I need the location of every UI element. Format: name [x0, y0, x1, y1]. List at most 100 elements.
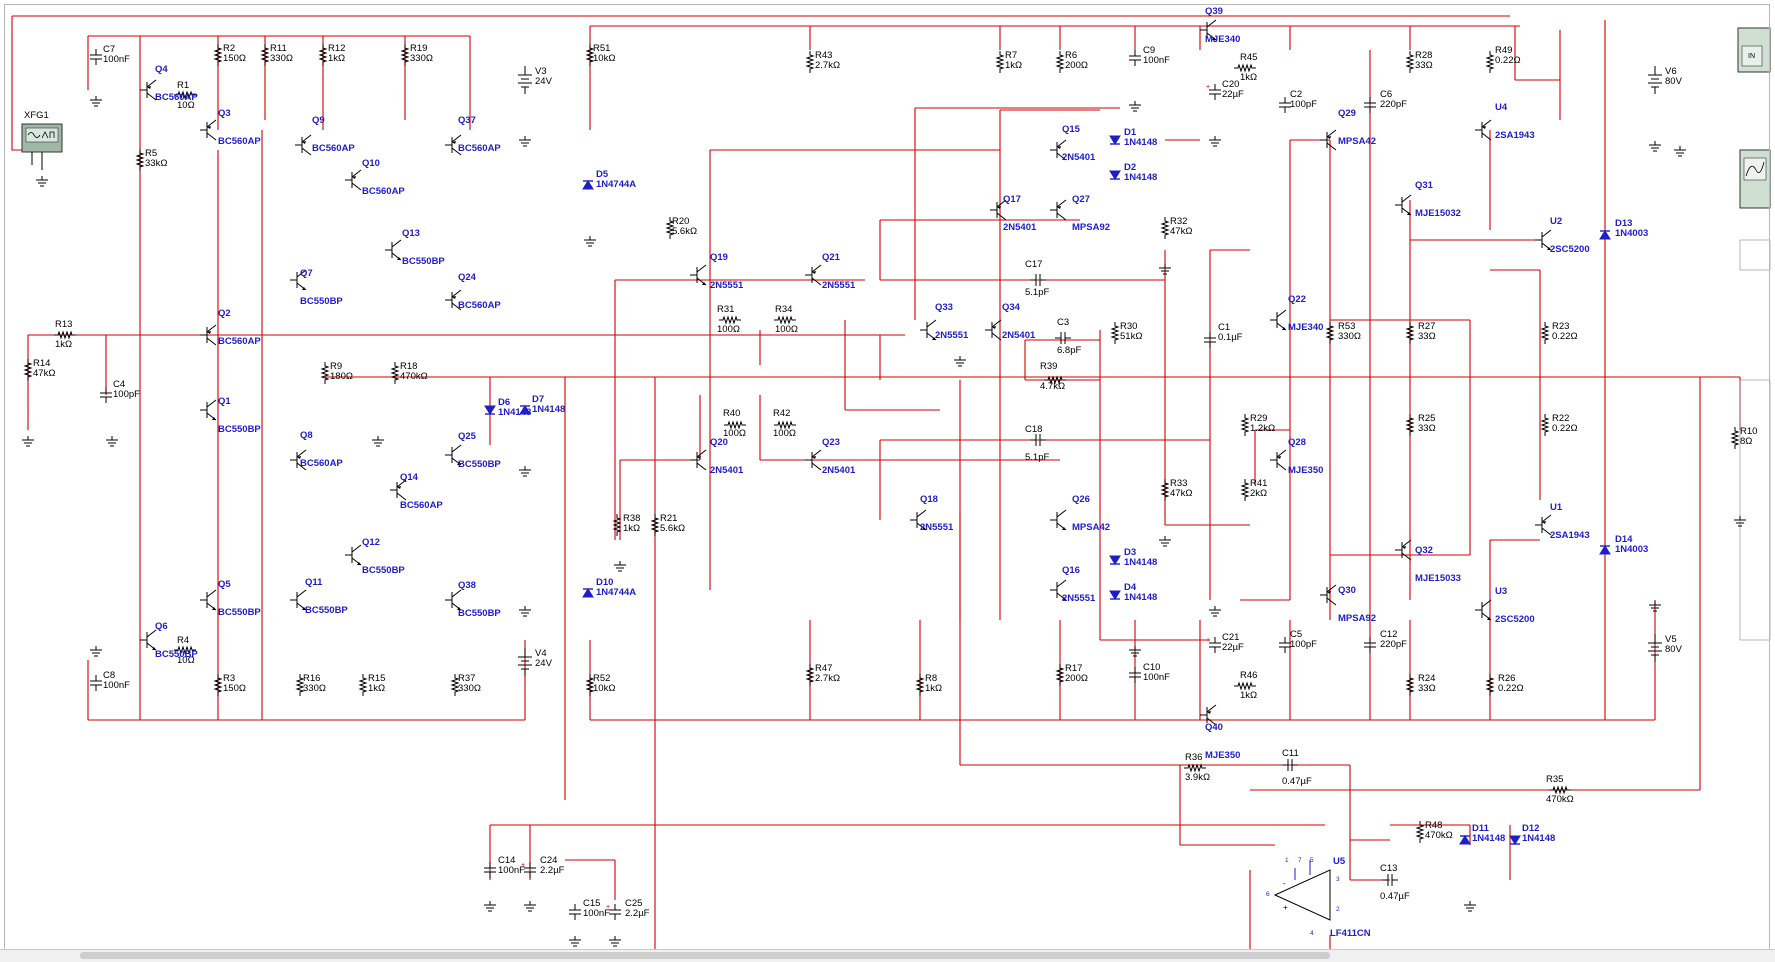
resistor-r8[interactable] [915, 674, 925, 696]
resistor-r36[interactable] [1184, 763, 1206, 773]
transistor-q32[interactable] [1395, 539, 1412, 561]
oscilloscope-panel[interactable] [1737, 27, 1771, 641]
resistor-r9[interactable] [320, 362, 330, 384]
resistor-r31[interactable] [719, 315, 741, 325]
transistor-q34[interactable] [985, 319, 1002, 341]
diode-d2[interactable] [1109, 170, 1121, 180]
resistor-r13[interactable] [54, 330, 76, 340]
resistor-r2[interactable] [213, 44, 223, 66]
transistor-q1[interactable] [200, 399, 217, 421]
resistor-r14[interactable] [23, 359, 33, 381]
transistor-q31[interactable] [1395, 194, 1412, 216]
voltage-source-v5[interactable] [1648, 634, 1662, 662]
transistor-q10[interactable] [345, 169, 362, 191]
transistor-q29[interactable] [1320, 129, 1337, 151]
capacitor-c25[interactable]: + [606, 904, 621, 920]
transistor-q25[interactable] [445, 444, 462, 466]
capacitor-c10[interactable] [1129, 667, 1141, 683]
diode-d1[interactable] [1109, 135, 1121, 145]
capacitor-c5[interactable] [1279, 637, 1291, 653]
resistor-r5[interactable] [135, 149, 145, 171]
transistor-q8[interactable] [290, 449, 307, 471]
voltage-source-v4[interactable] [518, 648, 532, 676]
diode-d10[interactable] [582, 588, 594, 598]
capacitor-c14[interactable] [484, 862, 496, 878]
capacitor-c15[interactable] [569, 904, 581, 920]
diode-d4[interactable] [1109, 590, 1121, 600]
resistor-r21[interactable] [650, 514, 660, 536]
capacitor-c6[interactable] [1364, 97, 1376, 113]
resistor-r16[interactable] [295, 674, 305, 696]
resistor-r51[interactable] [585, 44, 595, 66]
diode-d5[interactable] [582, 180, 594, 190]
diode-d7[interactable] [519, 405, 531, 415]
resistor-r15[interactable] [358, 674, 368, 696]
resistor-r32[interactable] [1160, 217, 1170, 239]
transistor-q26[interactable] [1050, 509, 1067, 531]
capacitor-c21[interactable]: + [1206, 637, 1221, 653]
resistor-r49[interactable] [1485, 51, 1495, 73]
voltage-source-v3[interactable] [518, 66, 532, 94]
resistor-r4[interactable] [174, 645, 196, 655]
transistor-q15[interactable] [1050, 139, 1067, 161]
resistor-r52[interactable] [585, 674, 595, 696]
transistor-q9[interactable] [295, 134, 312, 156]
resistor-r47[interactable] [805, 664, 815, 686]
transistor-q16[interactable] [1050, 579, 1067, 601]
resistor-r40[interactable] [724, 420, 746, 430]
resistor-r38[interactable] [612, 514, 622, 536]
capacitor-c2[interactable] [1279, 97, 1291, 113]
resistor-r34[interactable] [774, 315, 796, 325]
transistor-q13[interactable] [385, 239, 402, 261]
resistor-r6[interactable] [1055, 51, 1065, 73]
resistor-r19[interactable] [400, 44, 410, 66]
capacitor-c13[interactable] [1382, 874, 1398, 886]
resistor-r25[interactable] [1405, 414, 1415, 436]
voltage-source-v6[interactable] [1648, 66, 1662, 94]
transistor-q19[interactable] [690, 264, 707, 286]
capacitor-c12[interactable] [1364, 637, 1376, 653]
capacitor-c1[interactable] [1204, 332, 1216, 348]
resistor-r27[interactable] [1405, 322, 1415, 344]
resistor-r3[interactable] [213, 674, 223, 696]
transistor-q11[interactable] [290, 589, 307, 611]
resistor-r29[interactable] [1240, 414, 1250, 436]
function-generator-xfg1[interactable] [21, 123, 63, 170]
diode-d14[interactable] [1599, 545, 1611, 555]
capacitor-c17[interactable] [1030, 274, 1046, 286]
transistor-u4[interactable] [1475, 119, 1492, 141]
resistor-r23[interactable] [1540, 322, 1550, 344]
transistor-q3[interactable] [200, 119, 217, 141]
transistor-q39[interactable] [1200, 19, 1217, 41]
resistor-r26[interactable] [1485, 674, 1495, 696]
transistor-q40[interactable] [1200, 704, 1217, 726]
scrollbar-thumb[interactable] [80, 952, 1330, 959]
transistor-u3[interactable] [1475, 599, 1492, 621]
resistor-r39[interactable] [1044, 375, 1066, 385]
resistor-r24[interactable] [1405, 674, 1415, 696]
resistor-r11[interactable] [260, 44, 270, 66]
capacitor-c9[interactable] [1129, 50, 1141, 66]
resistor-r10[interactable] [1730, 427, 1740, 449]
transistor-q27[interactable] [1050, 199, 1067, 221]
transistor-q4[interactable] [140, 79, 157, 101]
capacitor-c24[interactable]: + [521, 862, 536, 878]
transistor-q24[interactable] [445, 289, 462, 311]
resistor-r46[interactable] [1234, 681, 1256, 691]
capacitor-c4[interactable] [100, 387, 112, 403]
transistor-q38[interactable] [445, 589, 462, 611]
resistor-r37[interactable] [450, 674, 460, 696]
diode-d6[interactable] [484, 405, 496, 415]
diode-d13[interactable] [1599, 230, 1611, 240]
transistor-q14[interactable] [390, 479, 407, 501]
transistor-q7[interactable] [290, 269, 307, 291]
transistor-u1[interactable] [1535, 514, 1552, 536]
resistor-r35[interactable] [1549, 785, 1571, 795]
resistor-r7[interactable] [995, 51, 1005, 73]
resistor-r22[interactable] [1540, 414, 1550, 436]
transistor-q5[interactable] [200, 589, 217, 611]
transistor-u2[interactable] [1535, 229, 1552, 251]
transistor-q33[interactable] [920, 319, 937, 341]
resistor-r33[interactable] [1160, 479, 1170, 501]
